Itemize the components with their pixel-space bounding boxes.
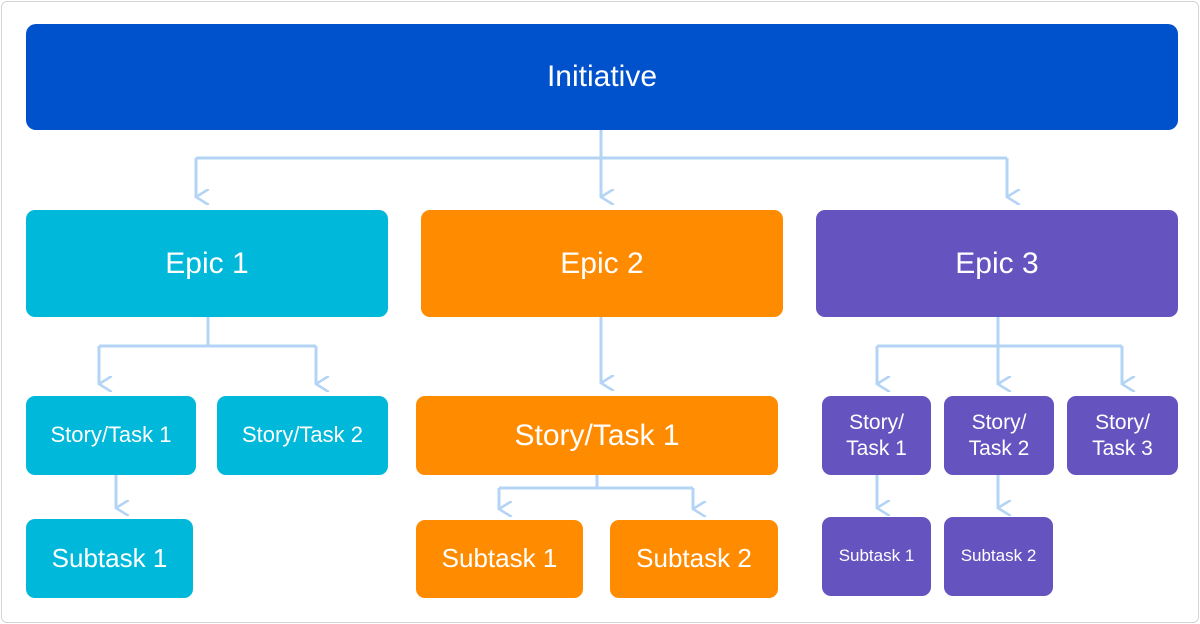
epic-1-story-1-label: Story/Task 1 <box>50 422 172 448</box>
initiative-label: Initiative <box>546 60 658 93</box>
epic-3-story-3-box: Story/ Task 3 <box>1067 396 1178 475</box>
epic-2-label: Epic 2 <box>560 246 644 280</box>
epic-2-subtask-1-label: Subtask 1 <box>441 543 558 574</box>
epic-1-story-1-box: Story/Task 1 <box>26 396 196 475</box>
epic-3-story-3-label: Story/ Task 3 <box>1092 411 1153 460</box>
epic-1-story-2-box: Story/Task 2 <box>217 396 388 475</box>
epic-3-subtask-2-box: Subtask 2 <box>944 517 1053 596</box>
epic-3-subtask-1-label: Subtask 1 <box>838 546 915 566</box>
initiative-box: Initiative <box>26 24 1178 130</box>
epic-1-box: Epic 1 <box>26 210 388 317</box>
epic-2-subtask-1-box: Subtask 1 <box>416 520 583 598</box>
epic-3-story-1-label: Story/ Task 1 <box>846 411 907 460</box>
epic-1-subtask-1-label: Subtask 1 <box>51 542 168 573</box>
epic-3-subtask-1-box: Subtask 1 <box>822 517 931 596</box>
epic-2-subtask-2-label: Subtask 2 <box>636 543 752 574</box>
epic-2-story-1-box: Story/Task 1 <box>416 396 778 475</box>
epic-2-subtask-2-box: Subtask 2 <box>610 520 778 598</box>
epic-3-label: Epic 3 <box>955 246 1039 280</box>
epic-3-box: Epic 3 <box>816 210 1178 317</box>
epic-2-story-1-label: Story/Task 1 <box>514 418 680 452</box>
epic-1-subtask-1-box: Subtask 1 <box>26 519 193 598</box>
epic-3-story-2-label: Story/ Task 2 <box>968 411 1030 460</box>
epic-3-story-1-box: Story/ Task 1 <box>822 396 931 475</box>
epic-1-label: Epic 1 <box>165 246 249 280</box>
epic-3-subtask-2-label: Subtask 2 <box>960 546 1037 566</box>
epic-3-story-2-box: Story/ Task 2 <box>944 396 1054 475</box>
epic-2-box: Epic 2 <box>421 210 783 317</box>
epic-1-story-2-label: Story/Task 2 <box>241 422 364 448</box>
